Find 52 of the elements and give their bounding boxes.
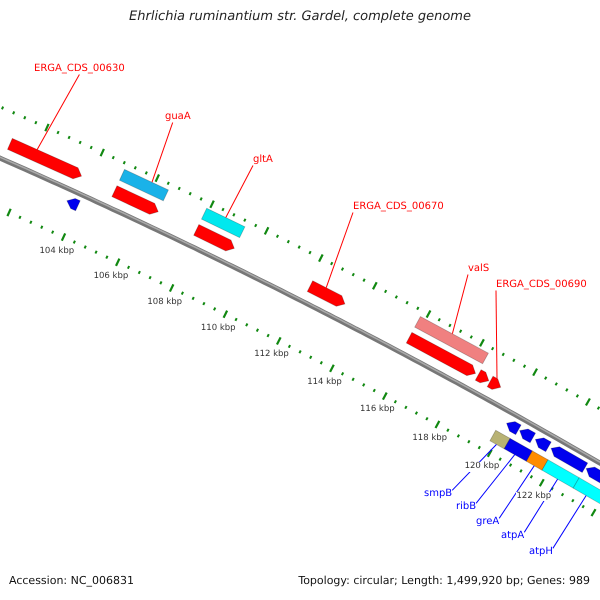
gene-feature (534, 437, 552, 452)
position-label: 122 kbp (516, 492, 552, 502)
gene-label: atpA (501, 530, 524, 542)
gene-label: gltA (253, 154, 273, 166)
position-label: 120 kbp (464, 462, 500, 472)
gene-label: smpB (424, 488, 452, 500)
leader-line (552, 495, 587, 549)
gene-feature (572, 477, 600, 504)
position-label: 118 kbp (411, 434, 448, 444)
gene-feature (486, 376, 502, 390)
position-label: 106 kbp (92, 272, 130, 282)
position-label: 114 kbp (306, 378, 343, 388)
leader-line (225, 165, 254, 218)
gene-label: atpH (529, 546, 553, 558)
leader-line (496, 290, 498, 379)
gene-feature (306, 280, 346, 307)
gene-feature (519, 428, 536, 444)
gene-feature (506, 421, 522, 436)
leader-line (476, 454, 516, 504)
leader-line (498, 465, 535, 519)
gene-feature (550, 446, 588, 474)
gene-feature (111, 185, 159, 215)
gene-label: ERGA_CDS_00630 (34, 63, 125, 74)
gene-feature (414, 316, 489, 364)
leader-line (452, 274, 468, 334)
gene-feature (474, 369, 490, 384)
gene-feature (193, 224, 235, 252)
position-label: 110 kbp (200, 324, 237, 334)
position-label: 116 kbp (359, 405, 396, 416)
gene-label: valS (468, 263, 490, 274)
genome-summary: Topology: circular; Length: 1,499,920 bp; Genes: 989 (298, 575, 590, 588)
position-label: 112 kbp (253, 350, 290, 360)
leader-line (152, 122, 174, 183)
leader-line (36, 74, 80, 150)
gene-feature (6, 138, 82, 180)
gene-feature (66, 198, 81, 212)
position-label: 104 kbp (38, 246, 76, 257)
position-label: 108 kbp (146, 298, 184, 308)
gene-feature (489, 430, 511, 450)
gene-label: ERGA_CDS_00690 (496, 279, 587, 290)
gene-label: ribB (456, 501, 476, 512)
gene-feature (541, 459, 580, 489)
diagram-title: Ehrlichia ruminantium str. Gardel, complete genome (128, 10, 472, 25)
gene-feature (118, 168, 169, 202)
gene-feature (526, 450, 549, 471)
gene-label: ERGA_CDS_00670 (353, 201, 444, 212)
gene-feature (406, 332, 476, 376)
gene-label: guaA (165, 111, 191, 122)
gene-feature (200, 208, 246, 238)
accession-label: Accession: NC_006831 (9, 575, 134, 588)
gene-label: greA (476, 516, 500, 528)
leader-line (326, 212, 354, 288)
